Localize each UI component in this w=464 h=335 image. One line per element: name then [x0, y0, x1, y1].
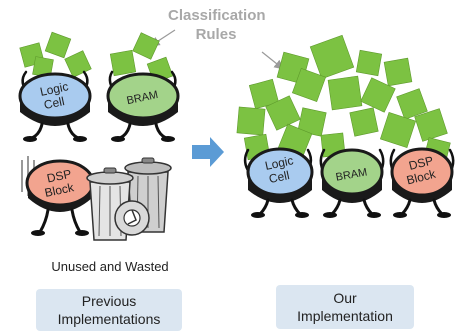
classification-rules-label: Classification Rules — [168, 6, 266, 44]
dsp-block-character-previous — [21, 156, 95, 236]
bram-character-previous — [106, 32, 180, 142]
logic-cell-label-previous-line1: Logic — [39, 79, 70, 99]
unused-and-wasted-caption: Unused and Wasted — [51, 259, 169, 274]
our-implementation-line2: Implementation — [297, 308, 393, 324]
logic-cell-character-previous — [18, 31, 92, 142]
classification-rules-line1: Classification — [168, 7, 266, 24]
rules-pointer-right — [261, 51, 284, 70]
dsp-label-ours-line1: DSP — [407, 153, 434, 173]
classification-rules-line2: Rules — [195, 26, 237, 43]
our-implementation-box: Our Implementation — [276, 285, 414, 329]
previous-implementations-line1: Previous — [81, 293, 137, 309]
logic-cell-label-previous-line2: Cell — [43, 94, 66, 112]
trash-can-icon — [86, 157, 172, 241]
transition-arrow — [192, 137, 224, 167]
dsp-block-character-ours — [389, 147, 455, 218]
our-implementation-line1: Our — [333, 290, 357, 306]
dsp-label-previous-line1: DSP — [46, 167, 73, 186]
previous-implementations-line2: Implementations — [57, 311, 161, 327]
logic-cell-label-ours-line2: Cell — [268, 168, 291, 186]
packed-resources-squares — [236, 34, 451, 165]
logic-cell-character-ours — [243, 147, 314, 218]
bram-character-ours — [319, 148, 385, 218]
previous-implementations-box: Previous Implementations — [36, 289, 182, 331]
logic-cell-label-ours-line1: Logic — [264, 153, 295, 173]
dsp-label-previous-line2: Block — [43, 180, 76, 200]
bram-label-ours: BRAM — [335, 166, 368, 183]
